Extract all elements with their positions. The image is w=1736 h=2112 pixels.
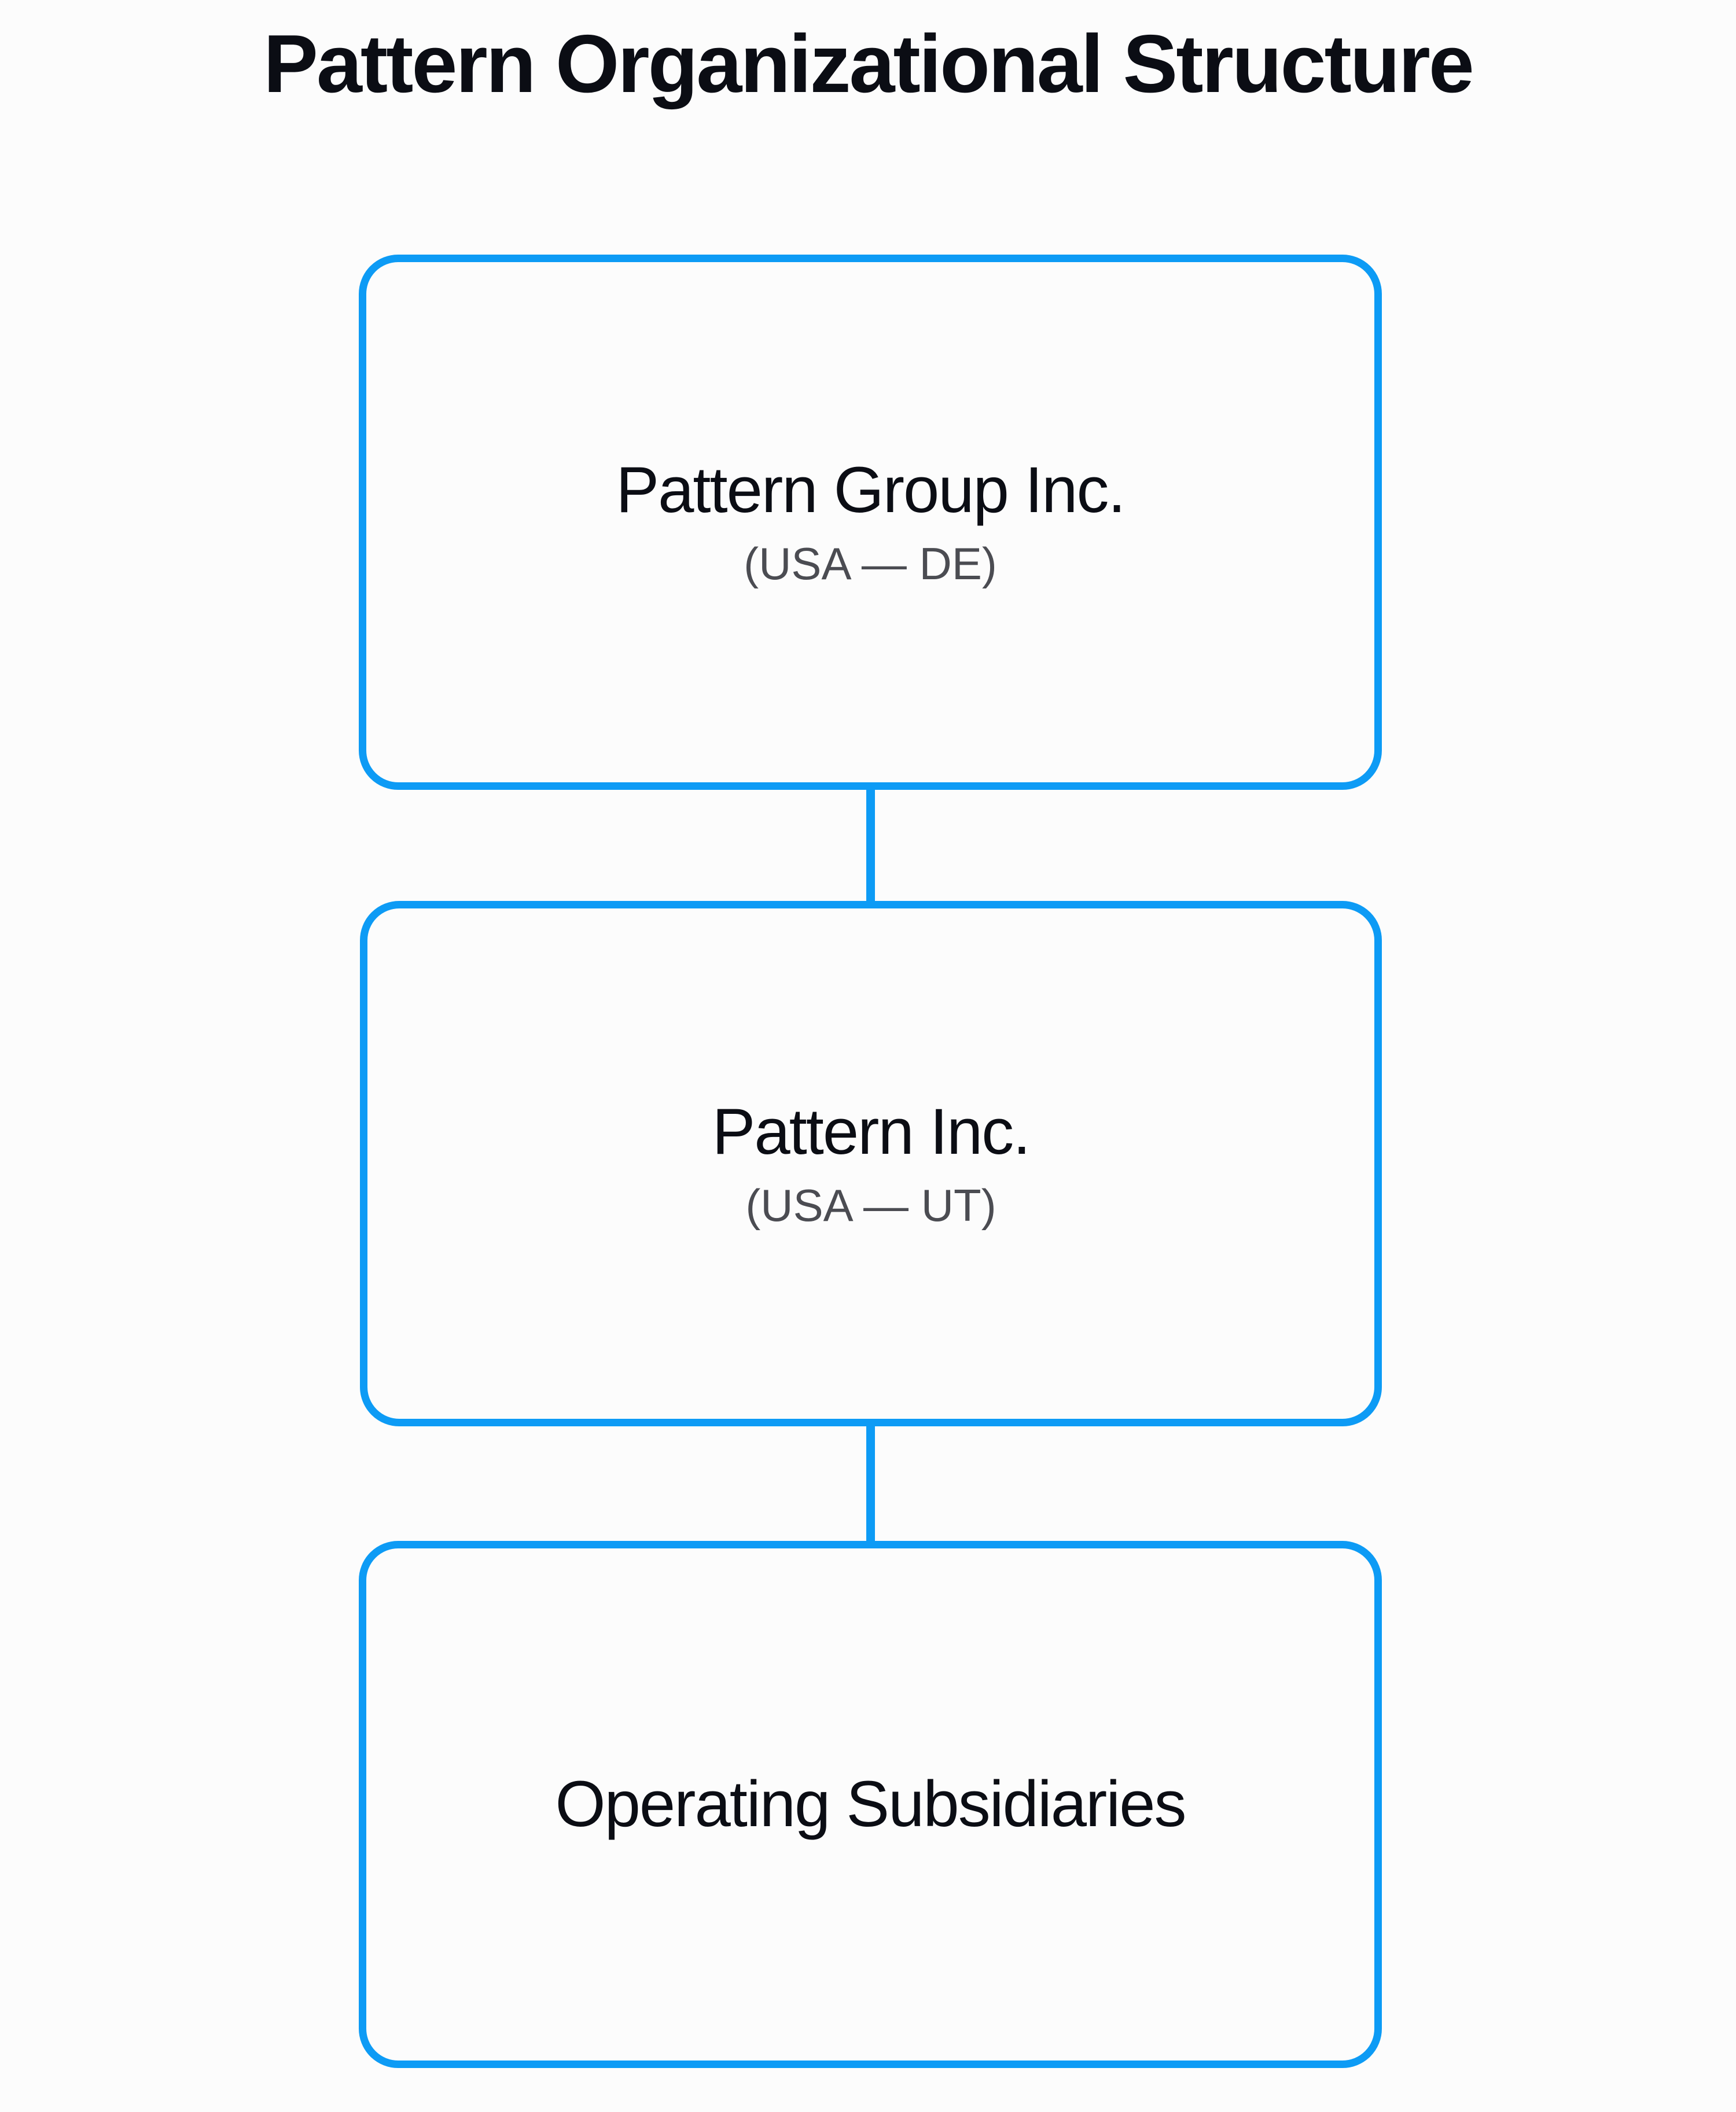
org-node-title: Pattern Group Inc.: [616, 454, 1126, 527]
org-node-jurisdiction: (USA — DE): [744, 538, 997, 590]
org-node-title: Pattern Inc.: [712, 1095, 1031, 1168]
connector-line-pattern-to-subsidiaries: [866, 1422, 875, 1544]
connector-line-group-to-pattern: [866, 786, 875, 904]
org-node-jurisdiction: (USA — UT): [745, 1179, 996, 1231]
org-node-pattern-inc[interactable]: Pattern Inc. (USA — UT): [360, 901, 1382, 1426]
org-node-title: Operating Subsidiaries: [555, 1768, 1186, 1841]
org-node-pattern-group-inc[interactable]: Pattern Group Inc. (USA — DE): [359, 255, 1382, 790]
org-node-operating-subsidiaries[interactable]: Operating Subsidiaries: [359, 1541, 1382, 2068]
page-title: Pattern Organizational Structure: [263, 18, 1474, 110]
